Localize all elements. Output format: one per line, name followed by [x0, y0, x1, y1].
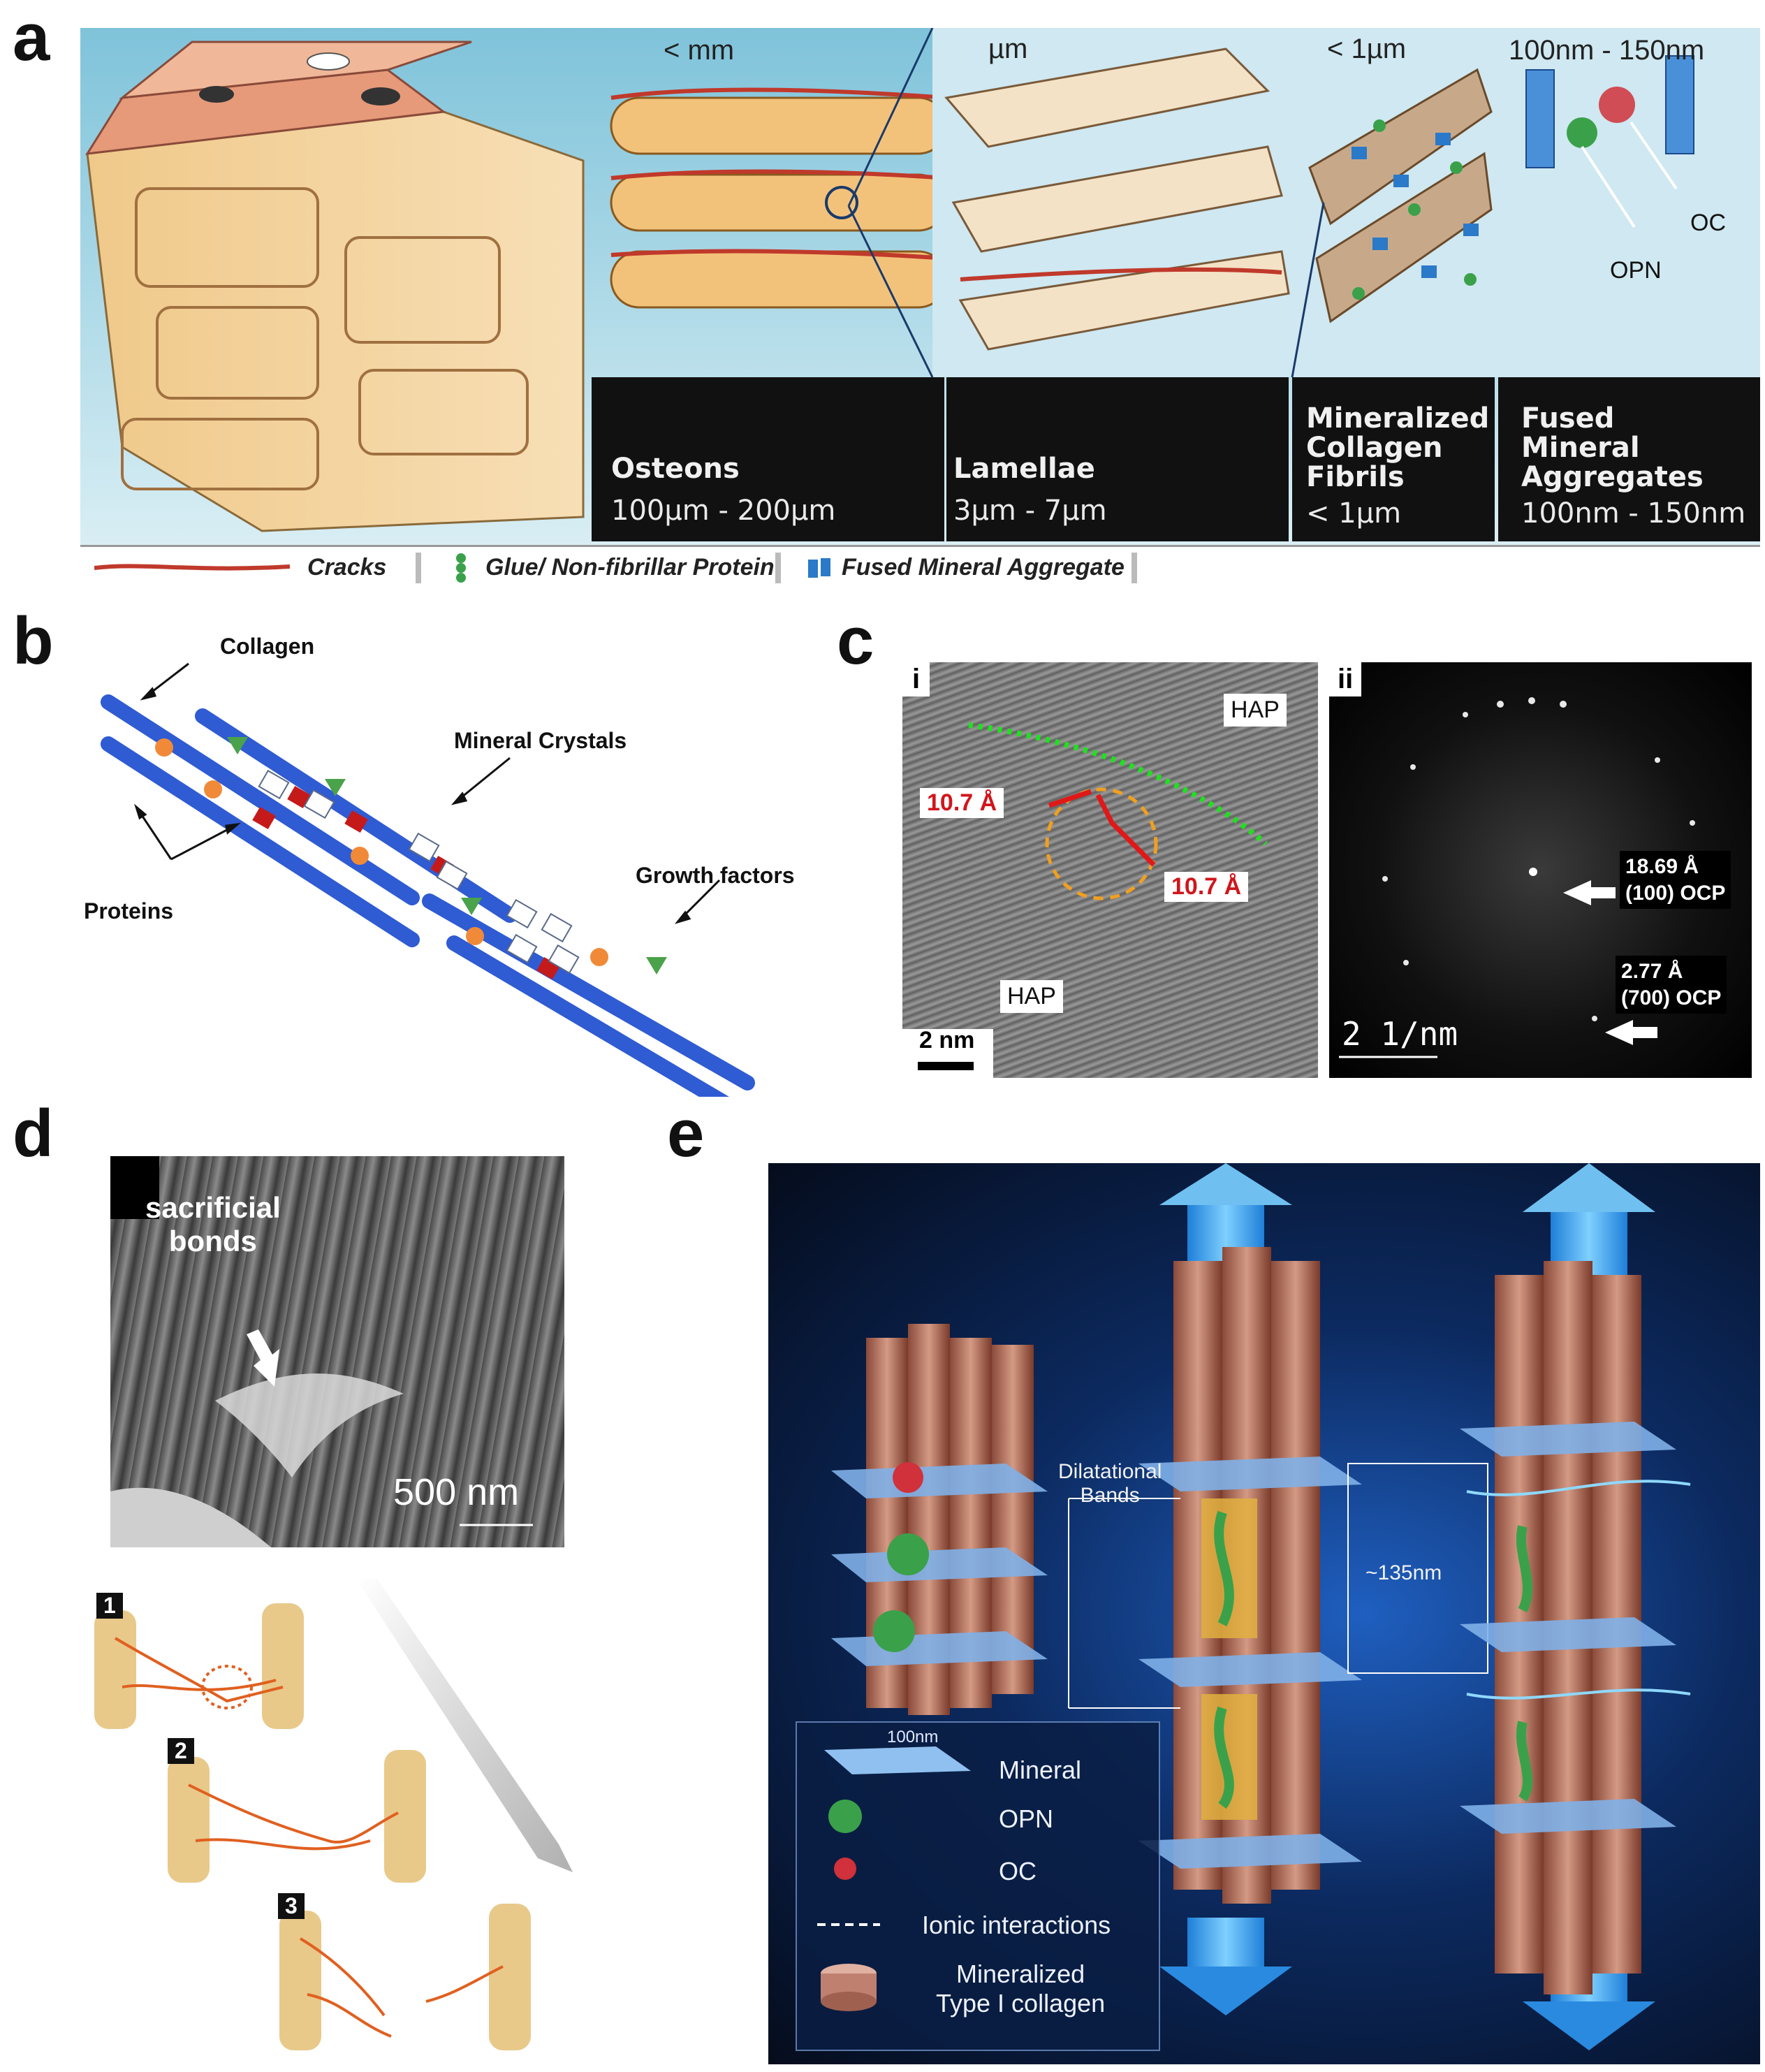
panel-label-a: a — [13, 0, 50, 75]
spacing-label-2: 10.7 Å — [1164, 872, 1249, 902]
legend-mineral: Mineral — [999, 1756, 1082, 1784]
step-2-svg — [168, 1750, 426, 1883]
spot-label-700: 2.77 Å (700) OCP — [1616, 956, 1727, 1014]
scale-header-um: µm — [988, 34, 1028, 64]
sem-overlay — [110, 1156, 533, 1547]
step-2-diagram — [161, 1743, 440, 1897]
legend-fused: Fused Mineral Aggregate — [842, 554, 1125, 581]
legend-divider — [775, 553, 781, 583]
step-1-badge: 1 — [96, 1593, 123, 1619]
legend-oc: OC — [999, 1857, 1037, 1885]
legend-glue: Glue/ Non-fibrillar Protein — [485, 554, 775, 581]
sub-label-i: i — [902, 662, 930, 696]
sacrificial-bonds-label: sacrificial bonds — [145, 1191, 281, 1257]
bone-hierarchy-svg — [80, 27, 1760, 545]
sub-label-ii: ii — [1329, 662, 1362, 696]
panel-label-e: e — [667, 1096, 705, 1171]
block-aggregates-sub: 100nm - 150nm — [1521, 497, 1746, 530]
legend-opn: OPN — [999, 1804, 1054, 1833]
spacing-135nm-label: ~135nm — [1365, 1561, 1442, 1584]
legend-collagen: Mineralized Type I collagen — [936, 1960, 1106, 2018]
fft-image: ii 18.69 Å (100) OCP 2.77 Å (700) OCP 2 … — [1329, 662, 1752, 1078]
block-osteons-sub: 100µm - 200µm — [611, 495, 836, 527]
spot-100-spacing: 18.69 Å — [1625, 855, 1699, 878]
sem-scale-label: 500 nm — [393, 1471, 520, 1513]
block-lamellae-sub: 3µm - 7µm — [953, 495, 1107, 527]
crack-legend-icon — [94, 564, 290, 571]
step-1-svg — [94, 1603, 304, 1729]
gray-diagonal-arrow — [356, 1579, 573, 1872]
block-fibrils-title: Mineralized Collagen Fibrils — [1306, 402, 1490, 493]
spot-100-index: (100) OCP — [1625, 881, 1726, 905]
callout-oc: OC — [1690, 210, 1726, 236]
step-3-badge: 3 — [278, 1893, 305, 1919]
panel-a-illustration — [80, 27, 1760, 545]
label-collagen: Collagen — [220, 634, 315, 659]
hrtem-overlay — [902, 722, 1268, 1078]
collagen-mineral-svg — [101, 662, 769, 1132]
panel-label-c: c — [837, 604, 874, 678]
scale-header-mm: < mm — [664, 35, 735, 66]
legend-scale-100nm: 100nm — [887, 1728, 939, 1746]
block-osteons-title: Osteons — [611, 453, 740, 485]
fft-overlay — [1339, 697, 1709, 1058]
panel-label-d: d — [13, 1096, 54, 1171]
block-fibrils-sub: < 1µm — [1306, 497, 1402, 530]
scale-header-sub-um: < 1µm — [1327, 34, 1407, 64]
step-1-diagram — [87, 1596, 311, 1736]
spot-700-spacing: 2.77 Å — [1621, 960, 1683, 983]
block-lamellae-title: Lamellae — [953, 453, 1095, 485]
scale-bar-ii: 2 1/nm — [1342, 1015, 1458, 1053]
spacing-label-1: 10.7 Å — [920, 788, 1004, 818]
fused-mineral-icon — [808, 558, 830, 578]
hrtem-image: i HAP HAP 10.7 Å 10.7 Å 2 nm — [902, 662, 1318, 1078]
step-3-svg — [279, 1904, 531, 2050]
step-arrow — [349, 1579, 587, 1876]
step-2-badge: 2 — [168, 1738, 194, 1764]
hap-label-top: HAP — [1224, 694, 1287, 727]
panel-b-diagram — [91, 622, 831, 1132]
spot-label-100: 18.69 Å (100) OCP — [1620, 851, 1731, 909]
legend-divider — [416, 553, 421, 583]
legend-ionic: Ionic interactions — [922, 1911, 1111, 1939]
panel-e-illustration: Dilatational Bands ~135nm 100nm Mineral … — [768, 1163, 1760, 2064]
scale-bar-i: 2 nm — [919, 1027, 975, 1053]
label-growth-factors: Growth factors — [636, 863, 795, 888]
sem-image: sacrificial bonds 500 nm — [110, 1156, 564, 1547]
fibril-pullout-svg — [796, 1163, 1691, 2051]
hap-label-bottom: HAP — [1000, 980, 1063, 1013]
label-mineral-crystals: Mineral Crystals — [454, 728, 627, 753]
block-aggregates-title: Fused Mineral Aggregates — [1521, 402, 1704, 493]
scale-header-nm: 100nm - 150nm — [1509, 35, 1705, 66]
legend-divider — [1131, 553, 1137, 583]
step-3-diagram — [272, 1897, 538, 2057]
spot-700-index: (700) OCP — [1621, 986, 1722, 1009]
glue-protein-icon — [456, 553, 466, 583]
panel-label-b: b — [13, 604, 54, 678]
legend-cracks: Cracks — [307, 554, 387, 581]
dilatational-bands-label: Dilatational Bands — [1058, 1460, 1162, 1507]
callout-opn: OPN — [1610, 257, 1662, 284]
panel-a-legend: Cracks Glue/ Non-fibrillar Protein Fused… — [80, 545, 1760, 589]
label-proteins: Proteins — [84, 898, 174, 924]
